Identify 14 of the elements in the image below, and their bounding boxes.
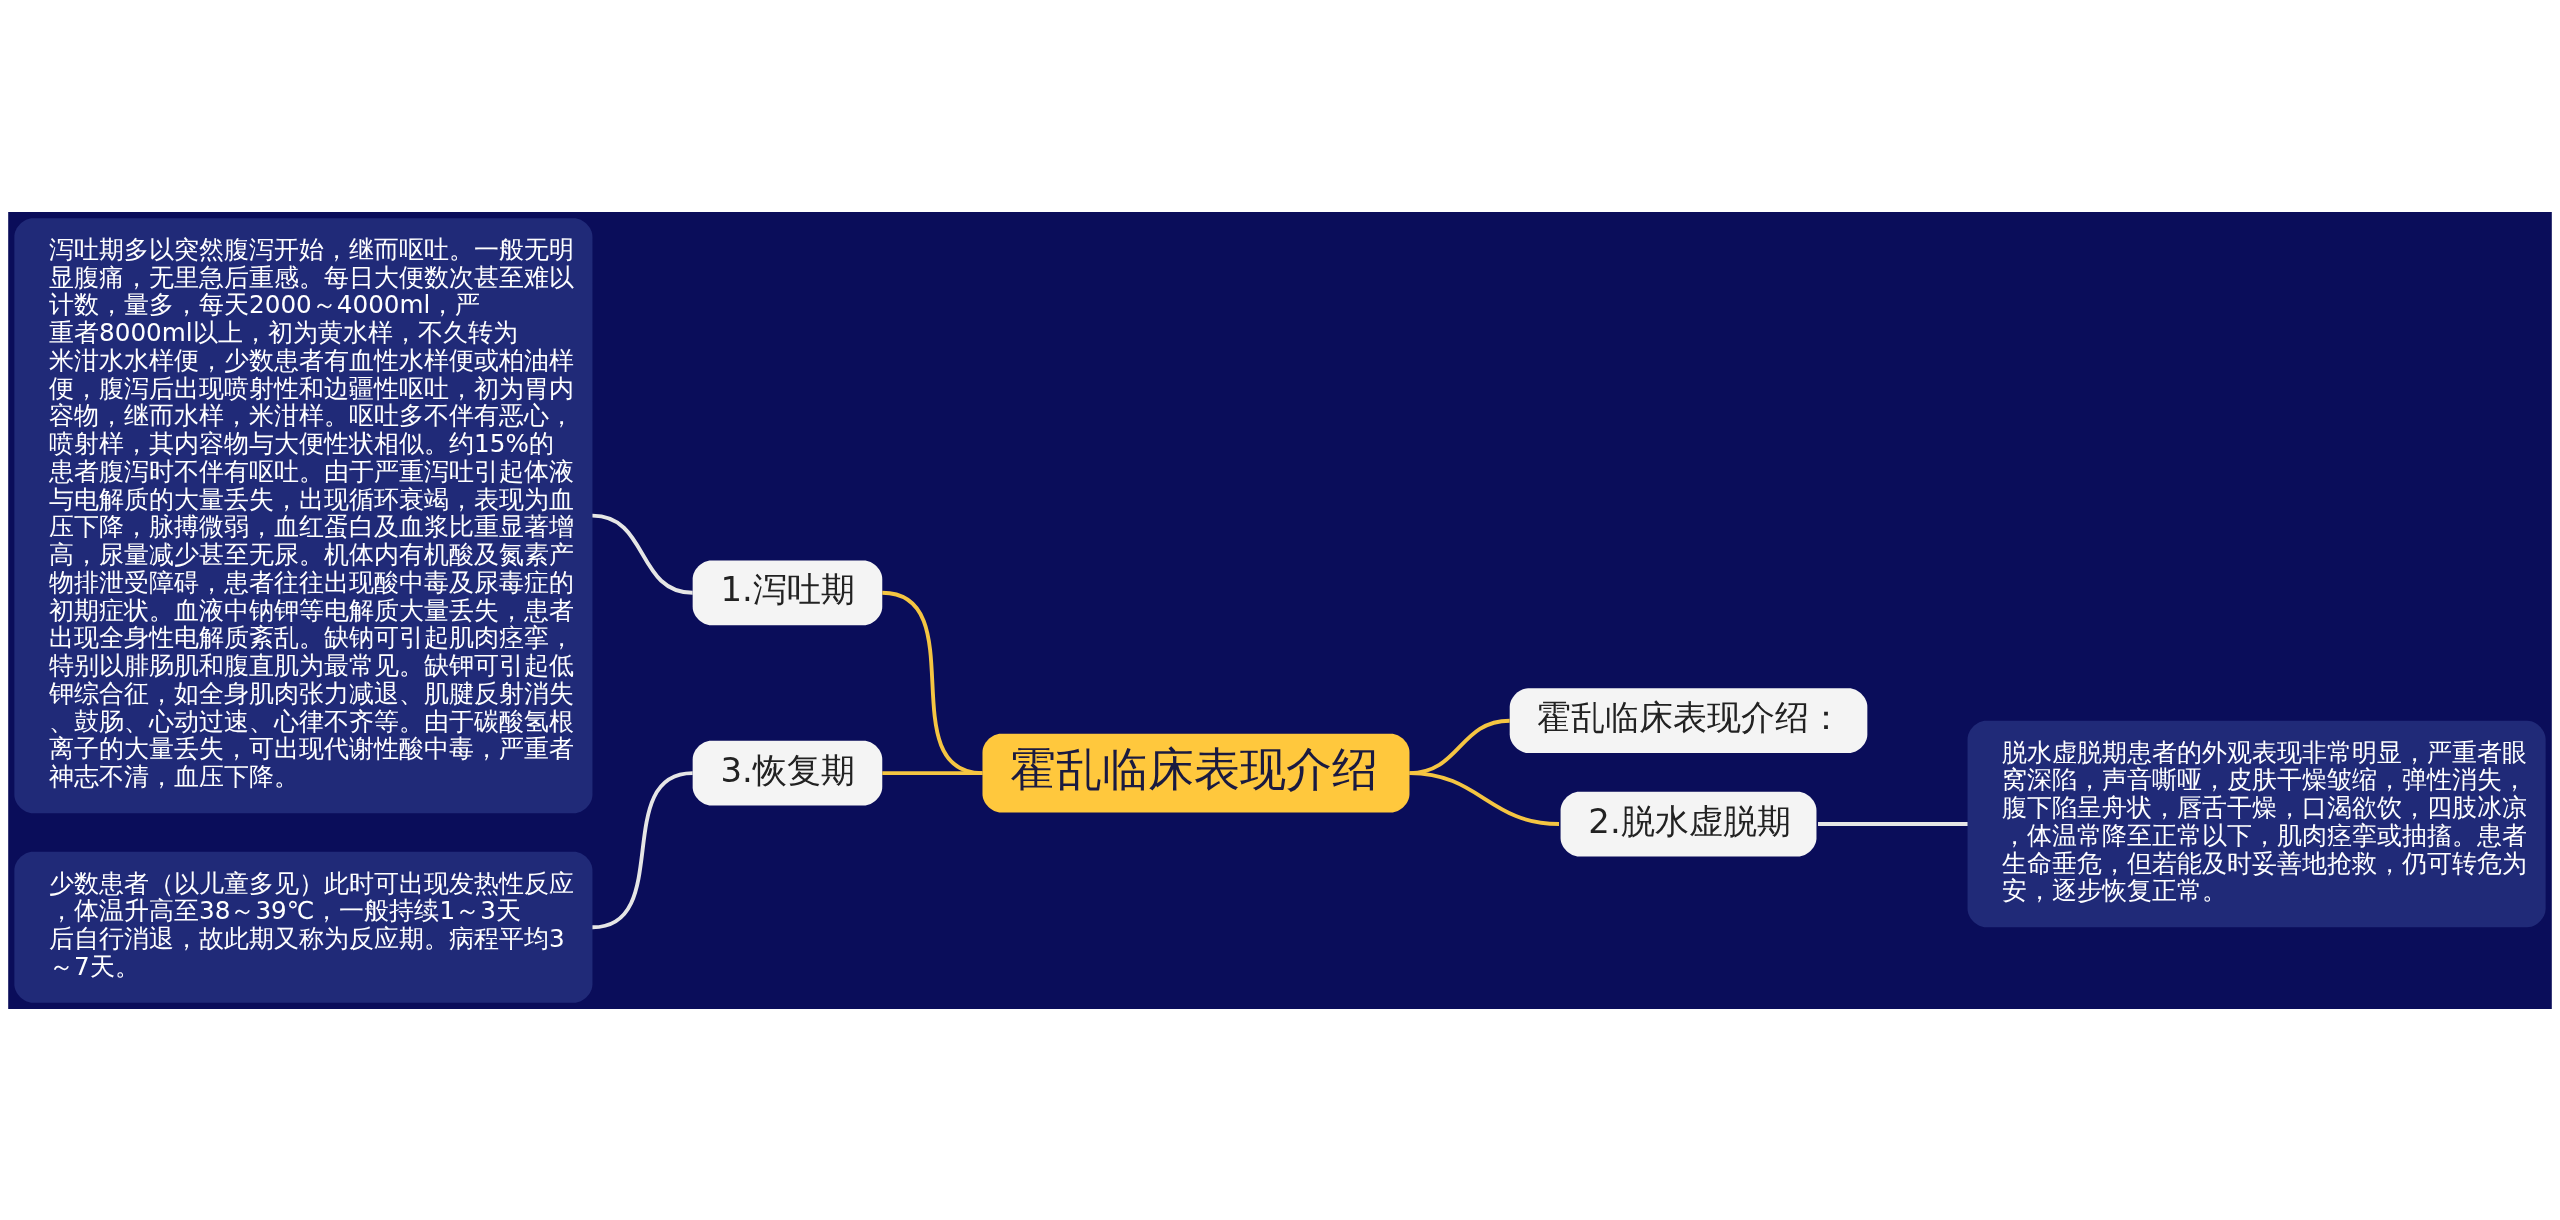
node-box: 脱水虚脱期患者的外观表现非常明显，严重者眼窝深陷，声音嘶哑，皮肤干燥皱缩，弹性消失，腹下陷呈舟状，唇舌干燥，口渴欲饮，四肢冰凉，体温常降至正常以下，肌肉痉挛或抽搐。患者生命垂危，但若能及时妥善地抢救，仍可转危为安，逐步恢复正常。 [1967,720,2546,927]
node-box: 泻吐期多以突然腹泻开始，继而呕吐。一般无明显腹痛，无里急后重感。每日大便数次甚至难以计数，量多，每天2000～4000ml，严重者8000ml以上，初为黄水样，不久转为米泔水水样便，少数患者有血性水样便或柏油样便，腹泻后出现喷射性和边疆性呕吐，初为胃内容物，继而水样，米泔样。呕吐多不伴有恶心，喷射样，其内容物与大便性状相似。约15%的患者腹泻时不伴有呕吐。由于严重泻吐引起体液与电解质的大量丢失，出现循环衰竭，表现为血压下降，脉搏微弱，血红蛋白及血浆比重显著增高，尿量减少甚至无尿。机体内有机酸及氮素产物排泄受障碍，患者往往出现酸中毒及尿毒症的初期症状。血液中钠钾等电解质大量丢失，患者出现全身性电解质紊乱。缺钠可引起肌肉痉挛，特别以腓肠肌和腹直肌为最常见。缺钾可引起低钾综合征，如全身肌肉张力减退、肌腱反射消失、鼓肠、心动过速、心律不齐等。由于碳酸氢根离子的大量丢失，可出现代谢性酸中毒，严重者神志不清，血压下降。 [14,217,593,813]
connector [1409,770,1560,826]
connector [882,770,983,775]
node-box: 少数患者（以儿童多见）此时可出现发热性反应，体温升高至38～39℃，一般持续1～3天后自行消退，故此期又称为反应期。病程平均3～7天。 [14,851,593,1003]
connector [1818,821,1968,826]
node-box: 霍乱临床表现介绍： [1509,687,1868,753]
node-box: 3.恢复期 [692,740,883,805]
connector [592,770,693,929]
node-box: 1.泻吐期 [692,559,883,625]
node-box: 霍乱临床表现介绍 [982,733,1410,812]
connector [881,590,983,775]
connector [592,513,693,595]
node-box: 2.脱水虚脱期 [1560,791,1817,856]
